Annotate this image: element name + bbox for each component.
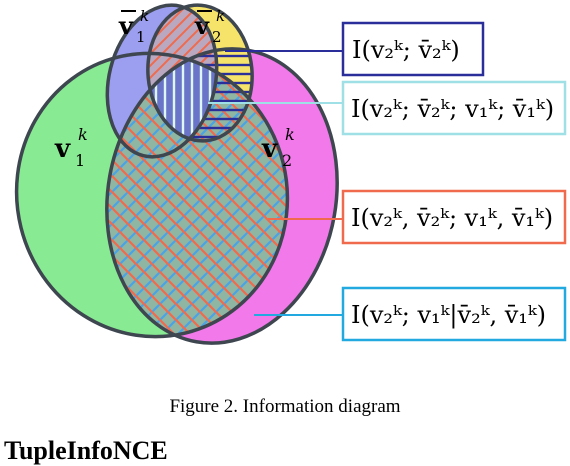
svg-text:k: k	[216, 7, 225, 25]
svg-text:v: v	[261, 134, 278, 164]
svg-text:v: v	[194, 11, 210, 40]
callout-mi-pair-pair: I(v₂ᵏ, v̄₂ᵏ; v₁ᵏ, v̄₁ᵏ)	[341, 189, 567, 245]
svg-text:1: 1	[75, 151, 85, 170]
svg-text:v: v	[54, 134, 71, 164]
svg-text:k: k	[285, 125, 295, 144]
label-vbar1: v 1 k	[118, 7, 149, 46]
vbar1-outline	[105, 3, 219, 159]
svg-text:2: 2	[212, 28, 222, 46]
svg-text:I(v₂ᵏ; v̄₂ᵏ; v₁ᵏ; v̄₁ᵏ): I(v₂ᵏ; v̄₂ᵏ; v₁ᵏ; v̄₁ᵏ)	[351, 95, 554, 123]
svg-text:I(v₂ᵏ; v̄₂ᵏ): I(v₂ᵏ; v̄₂ᵏ)	[352, 36, 460, 64]
callout-mi-conditional: I(v₂ᵏ; v₁ᵏ|v̄₂ᵏ, v̄₁ᵏ)	[341, 286, 567, 342]
label-v1: v 1 k	[54, 125, 88, 170]
svg-text:v: v	[118, 11, 134, 40]
svg-text:1: 1	[136, 28, 146, 46]
callout-mi-vv2-vbar2: I(v₂ᵏ; v̄₂ᵏ)	[341, 21, 485, 77]
label-vbar2: v 2 k	[194, 7, 225, 46]
svg-text:I(v₂ᵏ, v̄₂ᵏ; v₁ᵏ, v̄₁ᵏ): I(v₂ᵏ, v̄₂ᵏ; v₁ᵏ, v̄₁ᵏ)	[351, 204, 553, 232]
svg-text:I(v₂ᵏ; v₁ᵏ|v̄₂ᵏ, v̄₁ᵏ): I(v₂ᵏ; v₁ᵏ|v̄₂ᵏ, v̄₁ᵏ)	[351, 301, 546, 330]
svg-text:k: k	[78, 125, 88, 144]
svg-text:k: k	[140, 7, 149, 25]
vbar2-outline	[146, 3, 254, 143]
callout-mi-four-way: I(v₂ᵏ; v̄₂ᵏ; v₁ᵏ; v̄₁ᵏ)	[341, 80, 567, 136]
svg-text:2: 2	[282, 151, 292, 170]
section-heading: TupleInfoNCE	[4, 436, 168, 465]
label-v2: v 2 k	[261, 125, 295, 170]
figure-caption: Figure 2. Information diagram	[169, 396, 401, 417]
v1-outline	[14, 51, 290, 339]
